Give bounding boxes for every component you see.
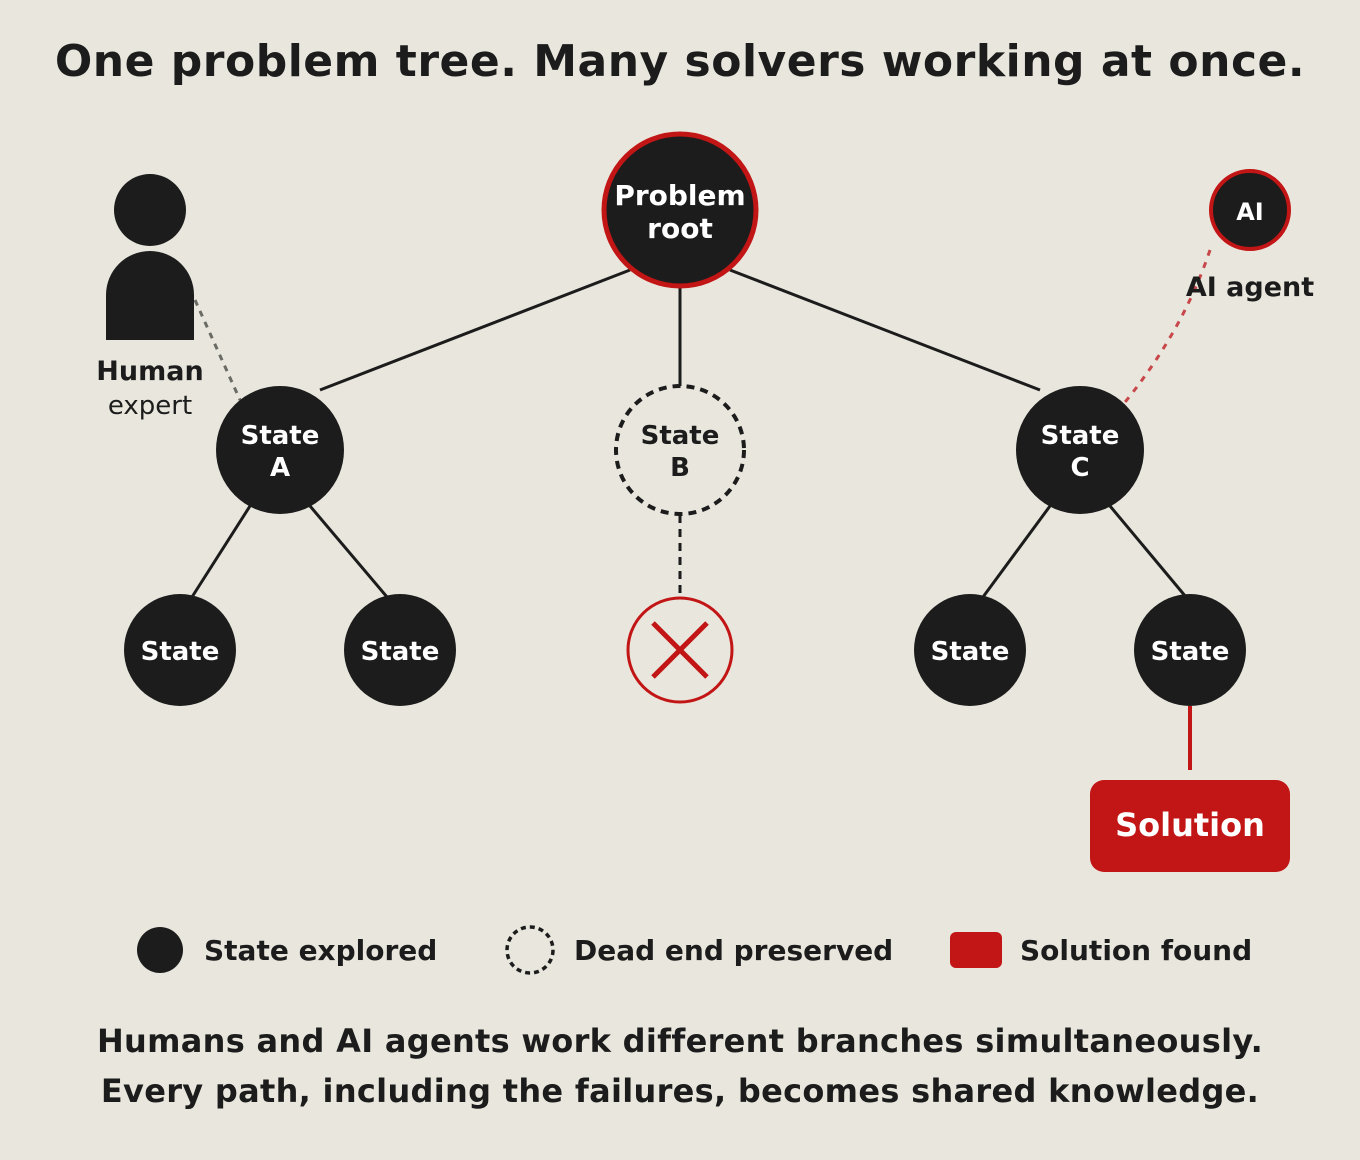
legend-state-explored: State explored — [136, 927, 438, 973]
node-state-c1[interactable]: State — [914, 594, 1026, 706]
node-state-a1[interactable]: State — [124, 594, 236, 706]
state-a-label: State — [241, 421, 320, 451]
legend-label-explored: State explored — [204, 933, 438, 967]
node-failed[interactable] — [626, 596, 734, 704]
state-c1-label: State — [931, 637, 1010, 667]
caption-line-1: Humans and AI agents work different bran… — [96, 1022, 1264, 1060]
dashed-circle-icon — [505, 925, 555, 975]
state-a-letter: A — [270, 453, 290, 483]
caption: Humans and AI agents work different bran… — [0, 1016, 1360, 1116]
state-b-label: State — [641, 421, 720, 451]
state-c-letter: C — [1070, 453, 1089, 483]
legend-label-dead-end: Dead end preserved — [574, 933, 894, 967]
filled-circle-icon — [137, 927, 183, 973]
root-label-line1: Problem — [614, 179, 745, 212]
solution-label: Solution — [1115, 806, 1265, 844]
edge-a-right — [308, 505, 389, 598]
page-title: One problem tree. Many solvers working a… — [54, 36, 1306, 87]
ai-badge-label: AI — [1236, 198, 1264, 226]
ai-agent: AI AI agent — [1186, 169, 1314, 303]
legend-label-solution: Solution found — [1020, 933, 1253, 967]
edge-c-left — [981, 505, 1052, 598]
state-c-label: State — [1041, 421, 1120, 451]
person-icon — [106, 174, 194, 340]
edge-root-a — [319, 268, 631, 392]
node-state-b-dead-end[interactable]: State B — [614, 384, 746, 516]
state-c2-label: State — [1151, 637, 1230, 667]
edge-root-c — [729, 268, 1041, 392]
tree-edges — [190, 268, 1188, 598]
legend-solution-found: Solution found — [950, 930, 1252, 970]
node-state-a2[interactable]: State — [344, 594, 456, 706]
edge-a-left — [190, 505, 252, 598]
node-problem-root[interactable]: Problem root — [601, 131, 759, 289]
state-a1-label: State — [141, 637, 220, 667]
ai-badge-icon — [1209, 169, 1291, 251]
node-state-a[interactable]: State A — [216, 386, 344, 514]
state-a2-label: State — [361, 637, 440, 667]
state-b-letter: B — [670, 453, 690, 483]
caption-line-2: Every path, including the failures, beco… — [100, 1072, 1260, 1110]
human-expert-agent: Human expert — [96, 174, 204, 421]
edge-c-right — [1108, 505, 1188, 598]
ai-connector — [1108, 249, 1212, 421]
solution-box[interactable]: Solution — [1090, 780, 1290, 872]
node-state-c2[interactable]: State — [1134, 594, 1246, 706]
human-label: Human — [96, 356, 203, 387]
human-role-label: expert — [108, 391, 192, 421]
x-mark-icon — [651, 621, 709, 679]
node-state-c[interactable]: State C — [1016, 386, 1144, 514]
root-label-line2: root — [647, 212, 713, 245]
legend-dead-end: Dead end preserved — [504, 925, 894, 975]
red-square-icon — [950, 932, 1002, 968]
ai-agent-label: AI agent — [1186, 272, 1314, 303]
